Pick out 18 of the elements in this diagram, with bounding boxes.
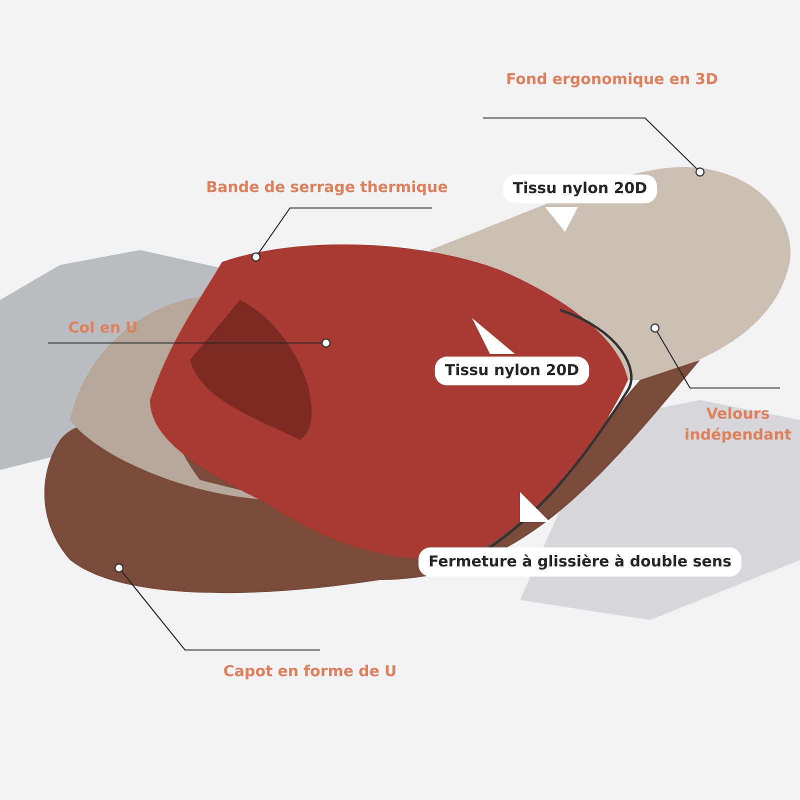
speech-bubble: Tissu nylon 20D bbox=[502, 174, 658, 232]
callout-text: Capot en forme de U bbox=[224, 664, 396, 680]
callout-text: Fond ergonomique en 3D bbox=[507, 72, 718, 88]
callout-text: Col en U bbox=[69, 321, 136, 333]
leader-line bbox=[656, 332, 780, 389]
leader-line bbox=[48, 342, 322, 344]
leader-line bbox=[121, 571, 320, 651]
marker-dot bbox=[695, 167, 705, 177]
leader-line bbox=[483, 117, 698, 170]
speech-bubble: Fermeture à glissière à double sens bbox=[418, 492, 742, 577]
callout-text: Bande de serrage thermique bbox=[208, 180, 448, 196]
marker-dot bbox=[251, 252, 261, 262]
marker-dot bbox=[114, 563, 124, 573]
leader-line bbox=[258, 207, 432, 254]
marker-dot bbox=[650, 323, 660, 333]
speech-bubble: Tissu nylon 20D bbox=[434, 318, 590, 386]
callout-text: Velours indépendant bbox=[686, 407, 792, 443]
marker-dot bbox=[321, 338, 331, 348]
